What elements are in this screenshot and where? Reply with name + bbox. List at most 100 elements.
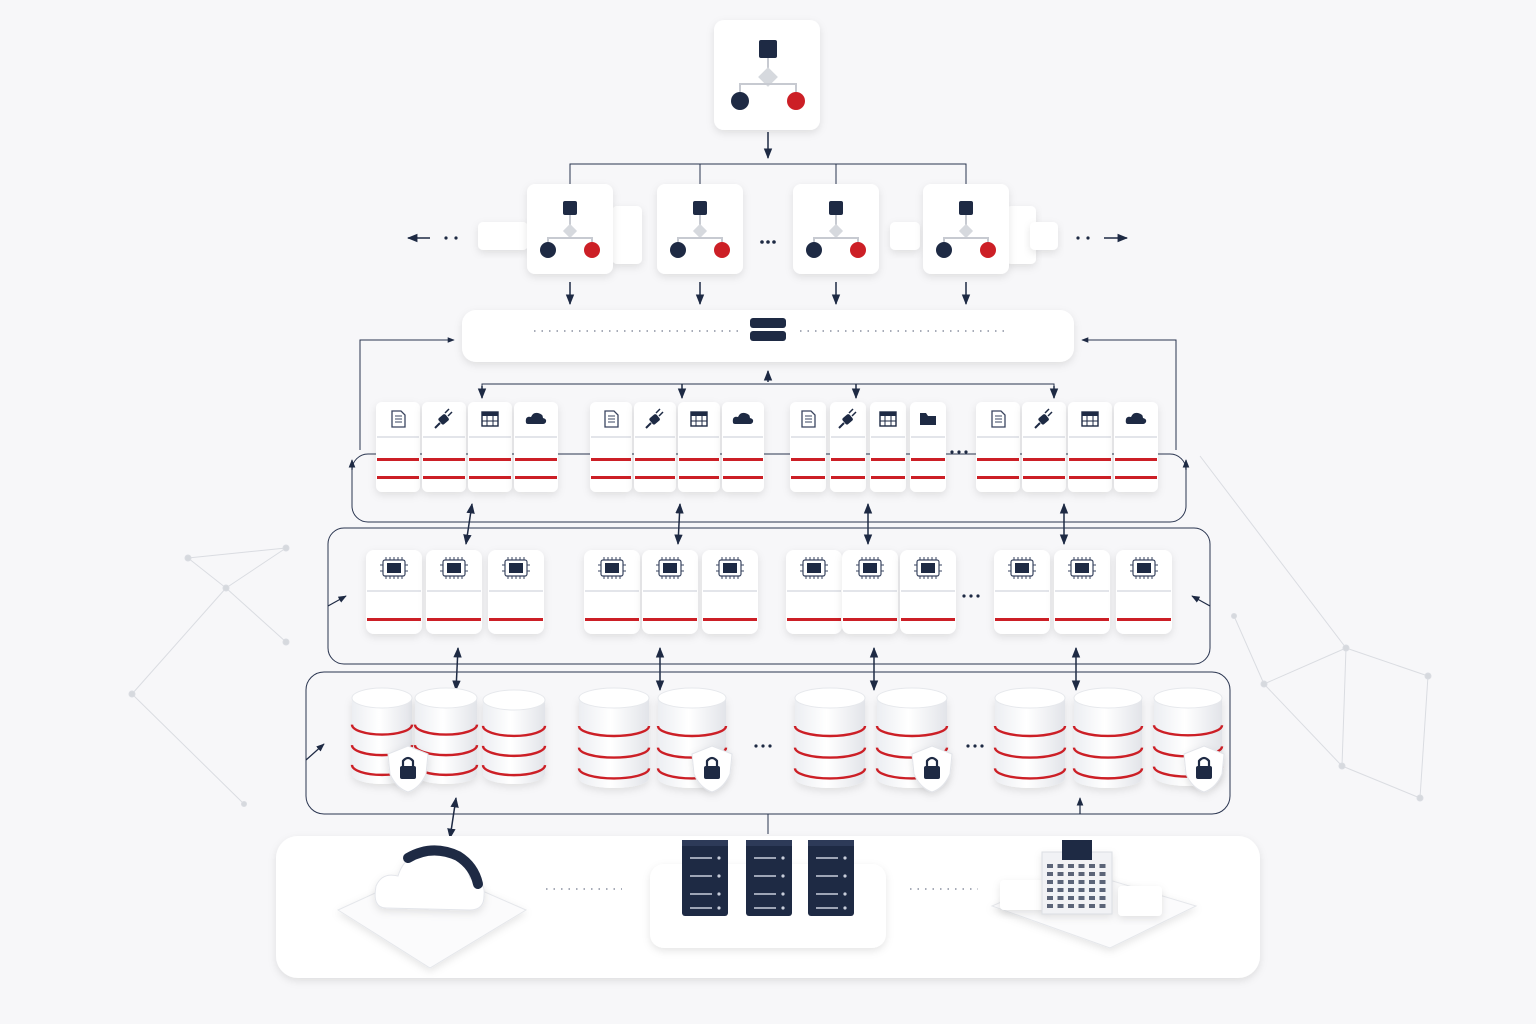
storage-layer: [350, 687, 1225, 793]
server-rack-icon: [682, 840, 728, 916]
infrastructure-base: [276, 836, 1260, 978]
service-layer: [376, 402, 1158, 492]
storage-group: [577, 687, 733, 793]
storage-group: [793, 687, 953, 793]
chip-icon: [380, 557, 408, 579]
service-group: [590, 402, 764, 492]
right-arrow-icon: [1076, 233, 1129, 243]
compute-node: [702, 550, 758, 634]
server-stack-icon: [750, 318, 786, 341]
chip-icon: [1068, 557, 1096, 579]
chip-icon: [800, 557, 828, 579]
decorative-network-left: [128, 544, 290, 807]
lock-shield-icon: [911, 745, 953, 793]
service-to-compute-arrows: [463, 502, 1069, 546]
chip-icon: [502, 557, 530, 579]
cloud-icon: [374, 845, 485, 911]
chip-icon: [598, 557, 626, 579]
top-orchestrator-card: [714, 20, 820, 130]
compute-node: [786, 550, 842, 634]
ellipsis-icon: [760, 240, 776, 244]
cloud-icon: [525, 412, 547, 424]
document-icon: [604, 410, 619, 428]
compute-group: [786, 550, 956, 634]
server-rack-icon: [746, 840, 792, 916]
hierarchy-icon: [670, 201, 730, 258]
service-node: [722, 402, 764, 492]
compute-node: [900, 550, 956, 634]
service-node: [910, 402, 946, 492]
compute-node: [1054, 550, 1110, 634]
folder-icon: [920, 413, 936, 425]
hierarchy-icon: [806, 201, 866, 258]
service-node: [1114, 402, 1158, 492]
service-group: [376, 402, 558, 492]
compute-to-storage-arrows: [452, 646, 1081, 692]
compute-node: [488, 550, 544, 634]
chip-icon: [1130, 557, 1158, 579]
compute-node: [994, 550, 1050, 634]
ellipsis-icon: [950, 450, 968, 454]
ellipsis-icon: [754, 744, 984, 748]
hierarchy-icon: [540, 201, 600, 258]
plug-icon: [1034, 408, 1053, 429]
database-icon: [577, 687, 651, 788]
lock-shield-icon: [387, 745, 429, 793]
cloud-icon: [1125, 412, 1147, 424]
storage-group: [993, 687, 1225, 793]
table-icon: [879, 411, 897, 427]
compute-group: [366, 550, 544, 634]
orchestrator-row: [478, 184, 1058, 274]
service-node: [1068, 402, 1112, 492]
compute-node: [642, 550, 698, 634]
server-rack-platform: [650, 840, 886, 948]
storage-group: [350, 687, 547, 793]
service-node: [678, 402, 720, 492]
table-icon: [481, 411, 499, 427]
service-node: [634, 402, 676, 492]
orchestrator-to-bus-arrows: [565, 282, 971, 306]
server-rack-icon: [808, 840, 854, 916]
service-group: [976, 402, 1158, 492]
orchestrator-card: [923, 184, 1009, 274]
database-icon: [1072, 687, 1144, 788]
service-node: [514, 402, 558, 492]
chip-icon: [440, 557, 468, 579]
chip-icon: [856, 557, 884, 579]
service-node: [830, 402, 866, 492]
service-node: [870, 402, 906, 492]
document-icon: [391, 410, 406, 428]
document-icon: [801, 410, 816, 428]
hierarchy-icon: [936, 201, 996, 258]
cloud-icon: [732, 412, 754, 424]
orchestrator-card: [793, 184, 879, 274]
cloud-platform: [336, 845, 528, 969]
compute-node: [842, 550, 898, 634]
compute-node: [584, 550, 640, 634]
service-layer-frame: [351, 453, 1187, 523]
compute-node: [366, 550, 422, 634]
compute-layer-frame: [327, 527, 1211, 665]
compute-node: [1116, 550, 1172, 634]
lock-shield-icon: [1183, 745, 1225, 793]
orchestrator-card: [657, 184, 743, 274]
service-node: [976, 402, 1020, 492]
orchestrator-card: [527, 184, 613, 274]
chip-icon: [1008, 557, 1036, 579]
bus-bar: [462, 310, 1074, 362]
service-node: [468, 402, 512, 492]
compute-node: [426, 550, 482, 634]
service-node: [1022, 402, 1066, 492]
compute-group: [584, 550, 758, 634]
chip-icon: [656, 557, 684, 579]
compute-layer: [366, 550, 1172, 634]
plug-icon: [645, 408, 664, 429]
database-icon: [993, 687, 1067, 788]
lock-shield-icon: [691, 745, 733, 793]
service-node: [590, 402, 632, 492]
plug-icon: [434, 408, 453, 429]
compute-group: [994, 550, 1172, 634]
plug-icon: [838, 408, 857, 429]
